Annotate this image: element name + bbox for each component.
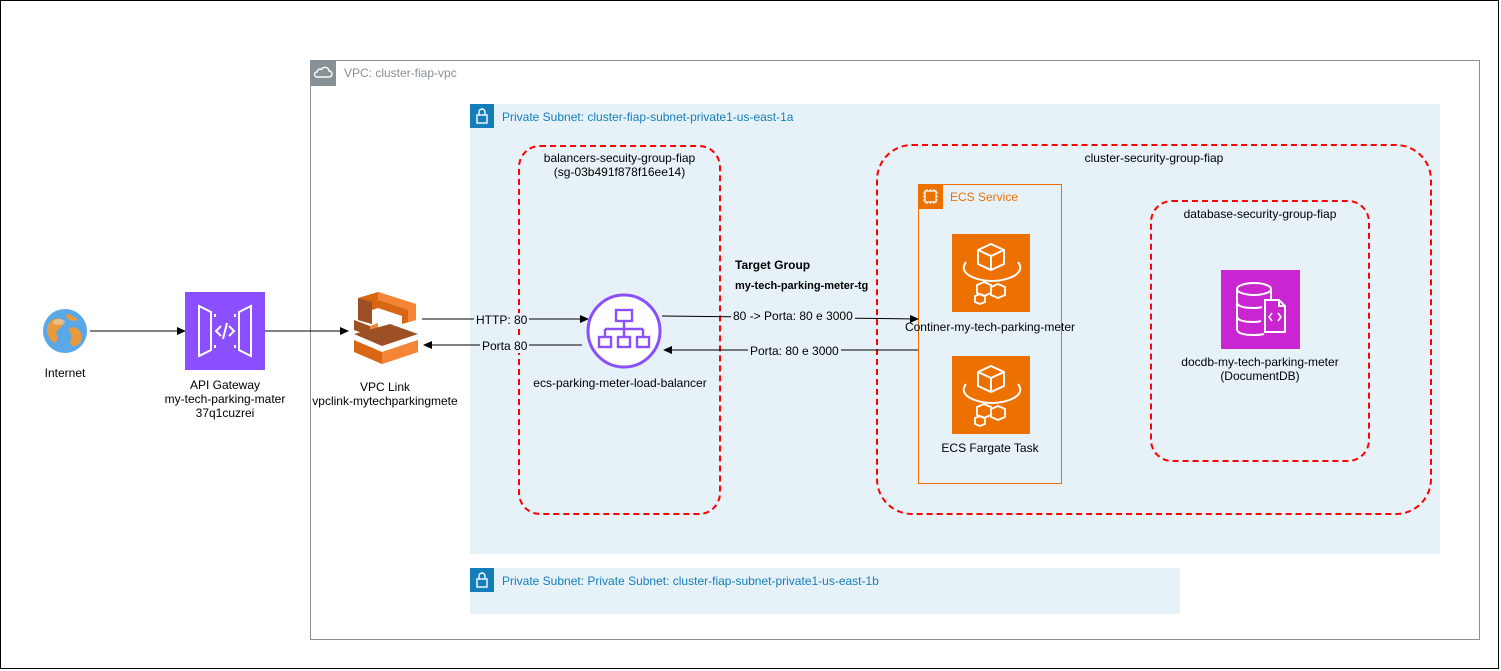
internet-label: Internet [44,366,86,380]
chip-icon [918,184,943,209]
balancers-sg-id: (sg-03b491f878f16ee14) [553,165,686,179]
lock-icon [470,104,494,128]
edge-label-container-to-lb: Porta: 80 e 3000 [748,344,841,358]
database-sg-name: database-security-group-fiap [1183,207,1337,221]
vpc-link-icon[interactable] [348,290,424,375]
ecs-container-icon[interactable] [952,234,1030,312]
fargate-label: ECS Fargate Task [941,441,1039,455]
api-gateway-icon[interactable] [185,292,265,370]
ecs-service-group [918,184,1062,484]
edge-label-porta80: Porta 80 [480,339,530,353]
target-group-name: my-tech-parking-meter-tg [735,280,869,292]
edge-label-lb-to-container: 80 -> Porta: 80 e 3000 [731,309,855,323]
documentdb-icon[interactable] [1221,270,1300,349]
subnet-b-label: Private Subnet: Private Subnet: cluster-… [502,574,879,588]
cloud-icon [310,60,336,86]
api-gateway-name: my-tech-parking-mater [164,392,286,406]
ecs-service-label: ECS Service [950,190,1019,204]
load-balancer-label: ecs-parking-meter-load-balancer [533,376,707,390]
balancers-sg-name: balancers-secuity-group-fiap [543,151,696,165]
subnet-a-label: Private Subnet: cluster-fiap-subnet-priv… [502,110,794,124]
vpc-group [310,60,1480,640]
database-security-group [1150,200,1370,462]
edge-label-http80: HTTP: 80 [474,313,530,327]
load-balancer-icon[interactable] [585,292,663,375]
container-label: Continer-my-tech-parking-meter [904,320,1076,334]
api-gateway-id: 37q1cuzrei [195,406,255,420]
cluster-security-group [876,144,1432,515]
docdb-type: (DocumentDB) [1220,369,1300,383]
target-group-title: Target Group [735,258,811,272]
balancers-security-group [518,145,721,515]
vpc-link-name: vpclink-mytechparkingmete [312,394,458,408]
docdb-name: docdb-my-tech-parking-meter [1181,355,1339,369]
globe-icon [42,308,88,359]
vpc-label: VPC: cluster-fiap-vpc [344,66,457,80]
api-gateway-title: API Gateway [189,378,261,392]
lock-icon [470,568,494,592]
private-subnet-b [470,568,1180,614]
cluster-sg-name: cluster-security-group-fiap [1084,151,1224,165]
ecs-fargate-icon[interactable] [952,356,1030,434]
vpc-link-title: VPC Link [359,380,411,394]
